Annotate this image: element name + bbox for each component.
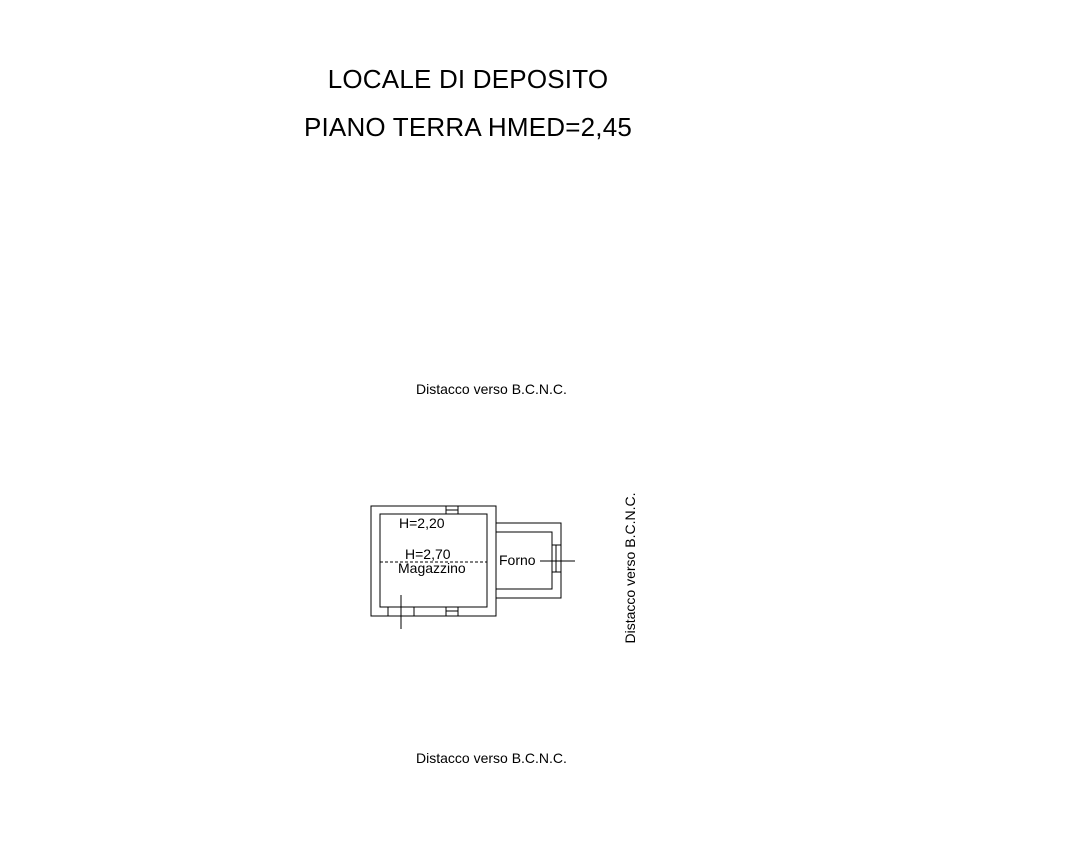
- height-label-lower: H=2,70: [405, 546, 451, 562]
- window-bottom: [445, 606, 459, 617]
- drawing-subtitle: PIANO TERRA HMED=2,45: [303, 112, 633, 142]
- magazzino-inner-wall: [379, 513, 488, 608]
- height-label-upper: H=2,20: [399, 515, 445, 531]
- drawing-title: LOCALE DI DEPOSITO: [327, 64, 609, 94]
- window-forno: [551, 544, 562, 573]
- boundary-note-top: Distacco verso B.C.N.C.: [416, 381, 567, 397]
- window-top: [445, 505, 459, 515]
- room-label-magazzino: Magazzino: [398, 560, 466, 576]
- boundary-note-bottom: Distacco verso B.C.N.C.: [416, 750, 567, 766]
- room-label-forno: Forno: [499, 552, 536, 568]
